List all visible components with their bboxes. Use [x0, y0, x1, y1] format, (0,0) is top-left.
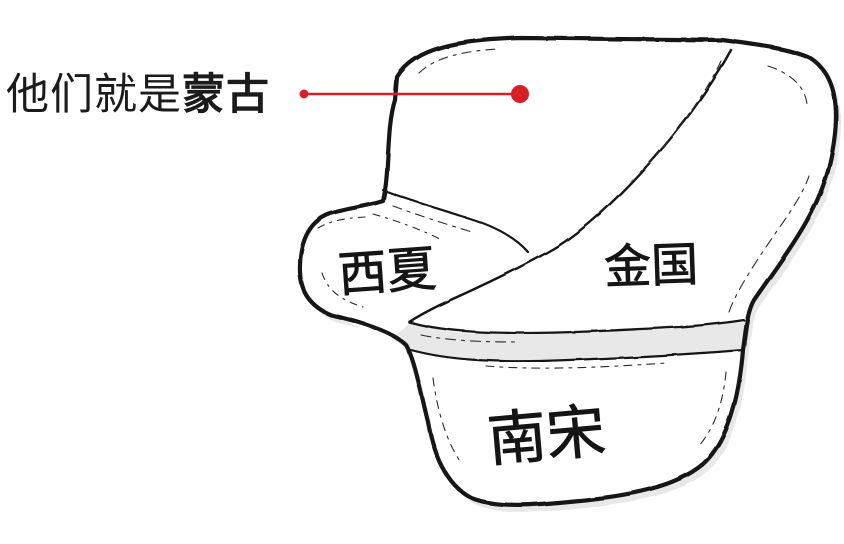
callout-start-dot	[299, 89, 309, 99]
region-label-nansong: 南宋	[485, 396, 609, 475]
callout-highlight: 蒙古	[182, 70, 270, 120]
outer-border	[297, 35, 839, 507]
border-jin-song	[407, 318, 746, 335]
callout-prefix: 他们就是	[6, 70, 182, 120]
callout-label: 他们就是蒙古	[6, 68, 270, 122]
inner-detail-jin	[420, 175, 810, 343]
callout-end-dot	[511, 85, 529, 103]
border-mongol-xixia	[381, 188, 530, 254]
region-label-xixia: 西夏	[336, 240, 438, 304]
border-song-top	[409, 348, 745, 363]
inner-detail-xixia	[317, 213, 443, 308]
region-nansong	[411, 350, 743, 505]
inner-detail-song	[432, 362, 727, 465]
region-label-jinguo: 金国	[603, 237, 699, 295]
